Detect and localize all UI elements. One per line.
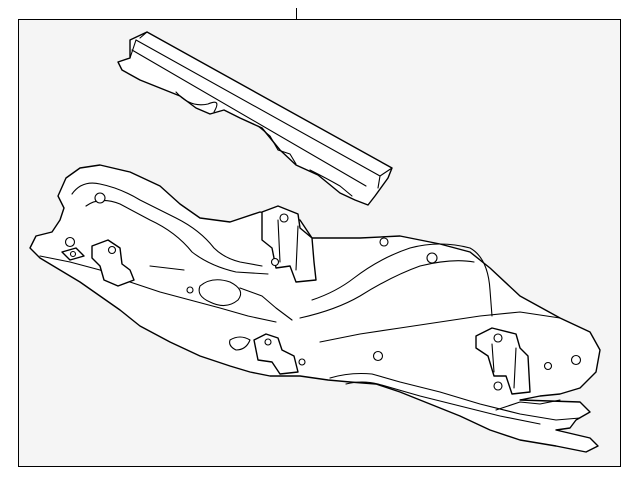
lower-left-hole	[298, 358, 306, 366]
center-bracket-fold	[277, 219, 299, 271]
lower-mid-hole	[372, 350, 384, 362]
lower-skid-inner	[345, 381, 541, 425]
right-bracket	[475, 327, 531, 395]
center-small-hole	[186, 286, 194, 294]
lower-skid-edge	[495, 399, 561, 411]
rail-web	[129, 39, 367, 187]
left-tunnel-outline	[71, 182, 263, 267]
left-lower-edge	[39, 255, 277, 323]
hump-hole	[426, 252, 438, 264]
floor-pan-assembly	[29, 164, 601, 453]
right-hump-outline	[311, 243, 493, 317]
rear-hole	[379, 237, 389, 247]
lower-center-bracket-hole	[264, 338, 272, 346]
center-harness-loop	[198, 279, 242, 307]
left-bracket	[91, 239, 135, 287]
right-bracket-fold	[491, 343, 517, 389]
rail-cutout-mid	[257, 125, 297, 165]
rail-cutout-left	[175, 91, 218, 113]
right-mid-hole	[543, 361, 553, 371]
right-hump-base	[319, 311, 561, 343]
right-bracket-hole	[493, 333, 503, 343]
rail-cutout-right	[309, 169, 353, 197]
left-tab-hole	[69, 250, 77, 258]
lower-center-tab	[229, 336, 251, 351]
lower-skid-strip	[329, 372, 581, 421]
center-rib	[149, 265, 293, 321]
tunnel-hole-upper	[94, 192, 106, 204]
center-bracket-hole	[279, 213, 289, 223]
front-right-hole	[570, 354, 582, 366]
rail-top-flange	[135, 31, 393, 189]
center-lower-hole	[270, 257, 280, 267]
left-mount-hole	[64, 236, 76, 248]
callout-leader-line	[296, 8, 297, 19]
lower-center-bracket	[253, 333, 299, 375]
right-lower-hole	[493, 381, 503, 391]
left-bracket-hole	[107, 245, 117, 255]
floor-pan-body	[29, 164, 601, 453]
upper-reinforcement-rail	[117, 31, 393, 206]
rail-body	[117, 31, 393, 206]
right-hump-ridge	[299, 260, 475, 319]
